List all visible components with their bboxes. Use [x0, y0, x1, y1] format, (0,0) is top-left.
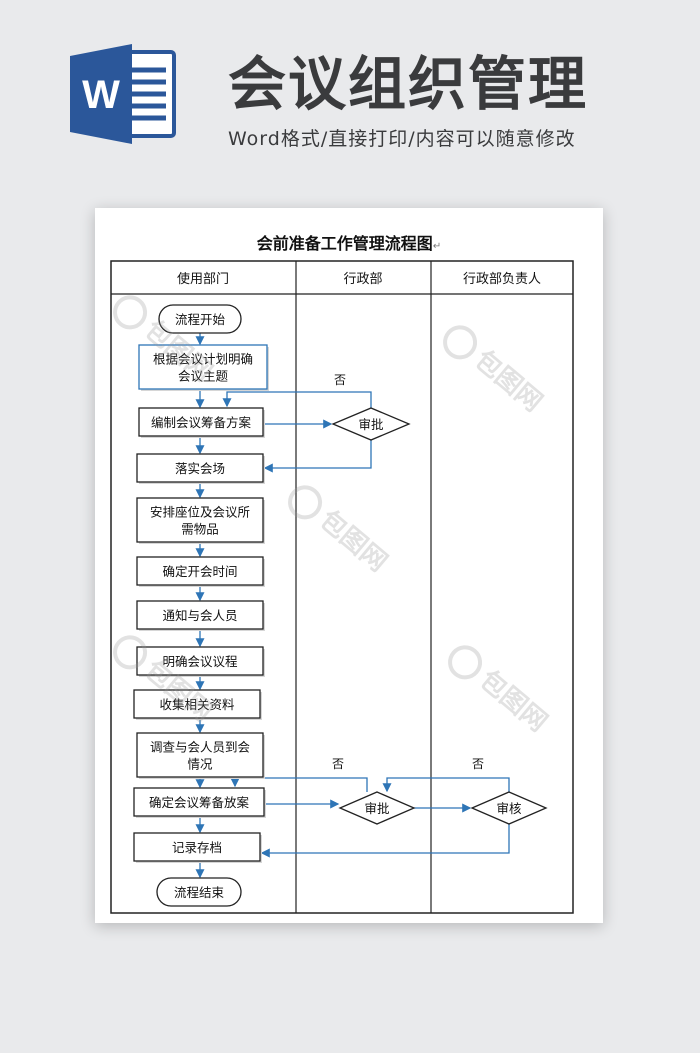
decision-label: 审批 [358, 417, 383, 432]
flow-step-end: 流程结束 [156, 877, 242, 907]
page-subtitle: Word格式/直接打印/内容可以随意修改 [228, 128, 576, 150]
no-label: 否 [332, 757, 344, 771]
flow-step-venue: 落实会场 [136, 453, 265, 484]
flowchart: 使用部门行政部行政部负责人 否否否流程开始根据会议计划明确会议主题编制会议筹备方… [110, 260, 574, 914]
svg-text:W: W [82, 73, 120, 117]
decision-approve2: 审批 [338, 791, 416, 825]
step-label: 确定开会时间 [162, 564, 237, 579]
column-header: 使用部门 [177, 271, 229, 287]
decision-label: 审核 [496, 801, 522, 816]
step-label: 会议主题 [178, 369, 229, 384]
flow-arrow-approved [260, 824, 510, 858]
document-page: 会前准备工作管理流程图↵ 使用部门行政部行政部负责人 否否否流程开始根据会议计划… [95, 208, 603, 923]
flow-step-time: 确定开会时间 [136, 556, 265, 587]
flow-arrow-rejected [222, 391, 372, 408]
column-header: 行政部负责人 [463, 272, 541, 287]
flow-step-collect: 收集相关资料 [133, 689, 262, 720]
flow-step-start: 流程开始 [158, 304, 242, 334]
no-label: 否 [334, 373, 346, 387]
step-label: 确定会议筹备放案 [149, 795, 250, 810]
step-label: 根据会议计划明确 [153, 352, 253, 367]
step-label: 收集相关资料 [159, 697, 235, 712]
step-label: 明确会议议程 [162, 654, 238, 669]
step-label: 落实会场 [175, 461, 225, 476]
flow-step-final: 确定会议筹备放案 [133, 787, 266, 818]
flow-step-notify: 通知与会人员 [136, 600, 265, 631]
flowchart-title: 会前准备工作管理流程图↵ [256, 234, 442, 253]
decision-approve1: 审批 [331, 407, 411, 441]
step-label: 流程开始 [175, 312, 226, 327]
step-label: 情况 [187, 757, 213, 772]
step-label: 调查与会人员到会 [150, 740, 251, 755]
flow-arrow-rejected [230, 777, 368, 792]
column-header: 行政部 [343, 272, 382, 287]
header: W 会议组织管理 Word格式/直接打印/内容可以随意修改 [0, 0, 700, 180]
flow-step-agenda: 明确会议议程 [136, 646, 265, 677]
swimlane-frame [110, 260, 574, 914]
step-label: 编制会议筹备方案 [151, 415, 252, 430]
step-label: 通知与会人员 [162, 608, 237, 623]
flow-step-plan: 编制会议筹备方案 [138, 407, 265, 438]
flow-arrow-rejected [382, 777, 510, 793]
no-label: 否 [472, 757, 484, 771]
flow-step-archive: 记录存档 [133, 832, 262, 863]
page-title: 会议组织管理 [228, 50, 589, 118]
decision-label: 审批 [364, 801, 389, 816]
step-label: 安排座位及会议所 [150, 505, 250, 520]
step-label: 记录存档 [172, 840, 222, 855]
step-label: 需物品 [181, 522, 219, 537]
flow-arrow-approved [263, 440, 372, 473]
step-label: 流程结束 [174, 885, 225, 900]
word-document-icon: W [70, 44, 176, 144]
decision-review: 审核 [470, 791, 548, 825]
